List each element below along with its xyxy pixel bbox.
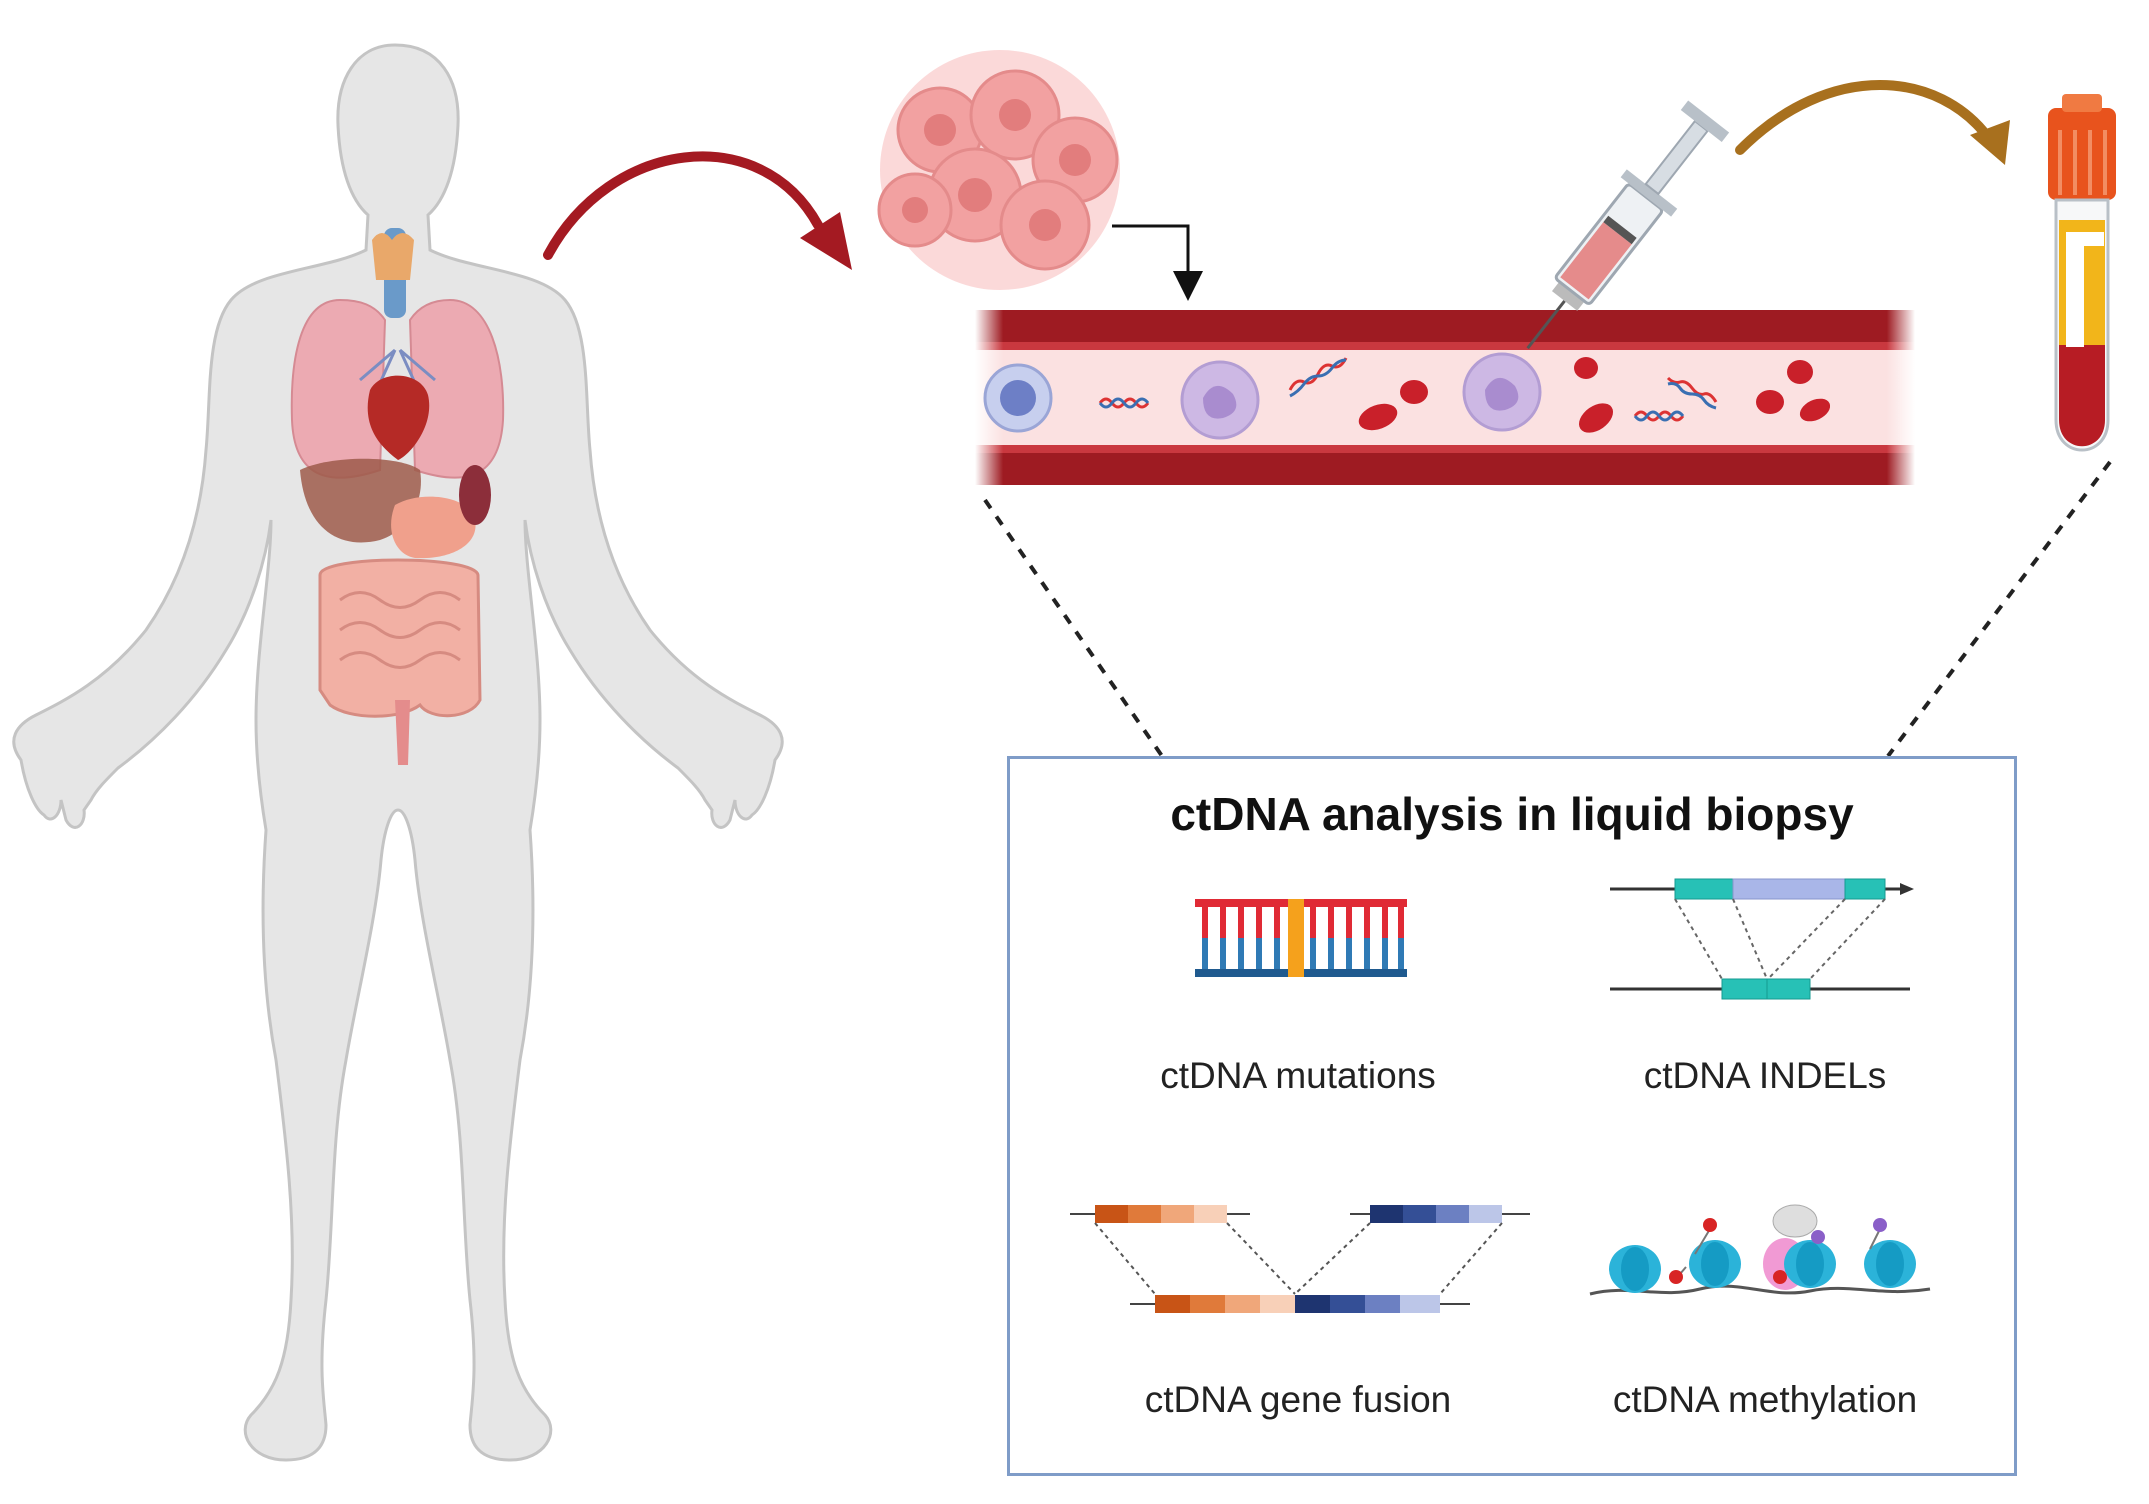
red-blood-cell-icon [1358,357,1831,433]
indel-icon [1610,878,1914,1000]
organs-icon [290,228,505,765]
gene-fusion-icon [1070,1205,1530,1313]
arrow-tumor-to-vessel [1112,224,1203,301]
ctdna-fragment-icon [1098,397,1150,409]
white-blood-cell-icon [1180,360,1260,440]
ctdna-analysis-panel: ctDNA analysis in liquid biopsy [1007,756,2017,1476]
dna-mutation-icon [1195,899,1407,977]
tumor-cluster-icon [877,50,1120,290]
zoom-line-right [1886,460,2112,758]
label-ctdna-indels: ctDNA INDELs [1643,1055,1887,1096]
label-ctdna-methylation: ctDNA methylation [1612,1379,1918,1420]
panel-title: ctDNA analysis in liquid biopsy [1170,788,1854,840]
ctdna-fragment-icon [1633,410,1685,422]
arrow-syringe-to-tube [1735,80,2010,165]
blood-tube-icon [2048,94,2116,452]
white-blood-cell-icon [983,363,1053,433]
arrow-body-to-tumor [543,151,852,270]
ctdna-fragment-icon [1666,376,1718,410]
label-ctdna-gene-fusion: ctDNA gene fusion [1144,1379,1452,1420]
syringe-icon [1526,100,1730,350]
panel-icons [1070,878,1931,1313]
zoom-line-left [983,498,1164,758]
ctdna-fragment-icon [1288,357,1348,398]
methylation-icon [1589,1204,1931,1296]
label-ctdna-mutations: ctDNA mutations [1160,1055,1436,1096]
white-blood-cell-icon [1462,352,1542,432]
